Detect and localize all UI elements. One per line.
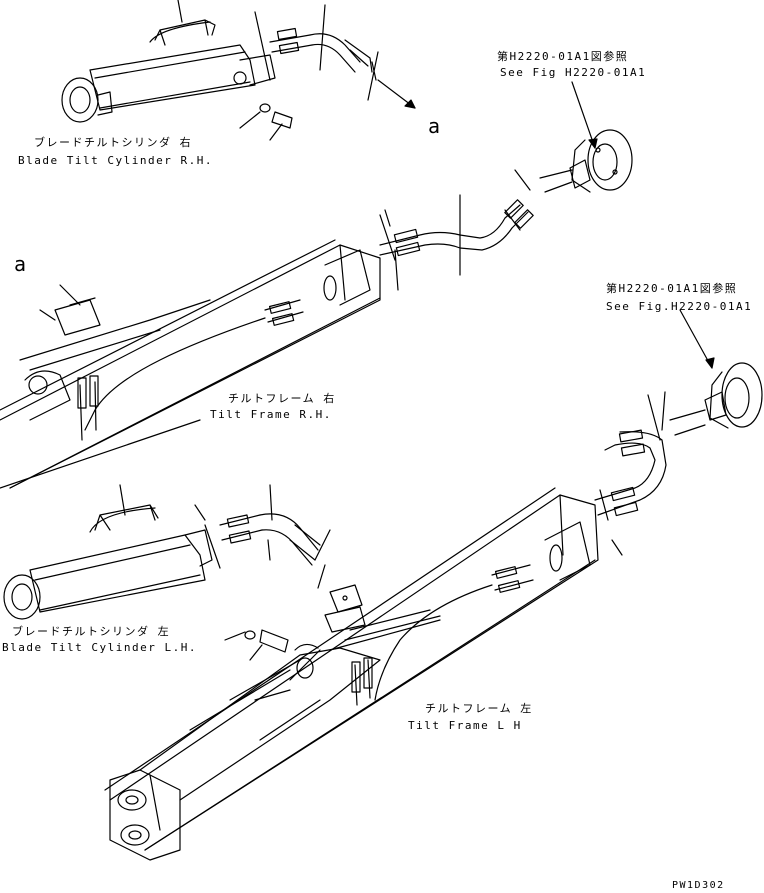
cylinder-lh-label-jp: ブレードチルトシリンダ 左 xyxy=(12,625,171,638)
fig-ref-right-en: See Fig.H2220-01A1 xyxy=(606,300,753,313)
fig-ref-right-jp: 第H2220-01A1図参照 xyxy=(606,282,738,295)
cylinder-lh-label-en: Blade Tilt Cylinder L.H. xyxy=(2,641,197,654)
tilt-frame-lh-label-jp: チルトフレーム 左 xyxy=(425,702,533,715)
hub-motor-top xyxy=(504,81,633,231)
cylinder-lh xyxy=(3,484,366,661)
tilt-frame-rh-label-en: Tilt Frame R.H. xyxy=(210,408,332,421)
reference-a-left: a xyxy=(14,252,27,276)
hub-motor-right xyxy=(647,309,763,441)
tilt-frame-rh xyxy=(0,194,534,489)
fig-ref-top-jp: 第H2220-01A1図参照 xyxy=(497,50,629,63)
tilt-frame-lh xyxy=(0,419,667,861)
reference-a-top: a xyxy=(428,114,441,138)
tilt-frame-lh-label-en: Tilt Frame L H xyxy=(408,719,522,732)
cylinder-rh-label-en: Blade Tilt Cylinder R.H. xyxy=(18,154,213,167)
cylinder-rh-label-jp: ブレードチルトシリンダ 右 xyxy=(34,136,193,149)
fig-ref-top-en: See Fig H2220-01A1 xyxy=(500,66,647,79)
tilt-frame-rh-label-jp: チルトフレーム 右 xyxy=(228,392,336,405)
drawing-number: PW1D302 xyxy=(672,880,725,891)
cylinder-rh xyxy=(61,0,416,141)
